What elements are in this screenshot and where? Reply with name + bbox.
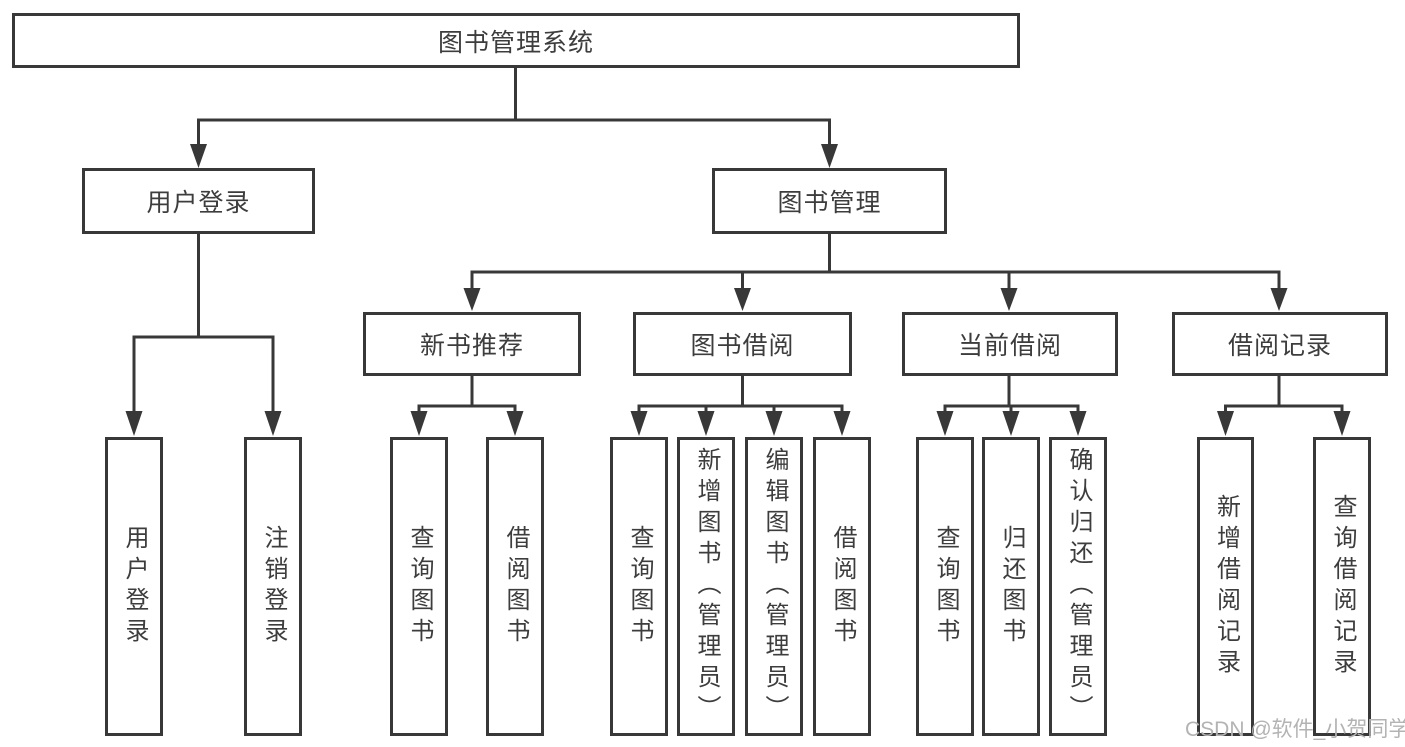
leaf-cb-return-book: 归还图书 xyxy=(982,437,1040,736)
leaf-br-add-record-label: 新增借阅记录 xyxy=(1212,493,1240,680)
node-new-book-recommend: 新书推荐 xyxy=(363,312,581,376)
leaf-cb-query-book-label: 查询图书 xyxy=(932,524,959,649)
node-borrowing-records-label: 借阅记录 xyxy=(1227,332,1332,360)
leaf-cb-query-book: 查询图书 xyxy=(916,437,974,736)
leaf-user-login: 用户登录 xyxy=(105,437,163,736)
leaf-nbr-query-book: 查询图书 xyxy=(390,437,448,736)
leaf-user-login-label: 用户登录 xyxy=(121,524,148,649)
leaf-cb-confirm-return-label: 确认归还（管理员） xyxy=(1065,447,1092,726)
node-book-management-label: 图书管理 xyxy=(777,189,882,217)
arrowheads xyxy=(125,144,1351,436)
leaf-nbr-borrow-book-label: 借阅图书 xyxy=(502,524,529,649)
node-borrowing-records: 借阅记录 xyxy=(1172,312,1388,376)
node-user-login: 用户登录 xyxy=(82,168,315,234)
node-root: 图书管理系统 xyxy=(12,13,1020,68)
leaf-bb-edit-book-label: 编辑图书（管理员） xyxy=(761,447,788,726)
leaf-bb-query-book: 查询图书 xyxy=(610,437,668,736)
leaf-bb-add-book-label: 新增图书（管理员） xyxy=(693,447,720,726)
node-new-book-recommend-label: 新书推荐 xyxy=(419,332,524,360)
leaf-cb-return-book-label: 归还图书 xyxy=(998,524,1025,649)
node-current-borrowing-label: 当前借阅 xyxy=(957,332,1062,360)
node-book-borrowing-label: 图书借阅 xyxy=(690,332,795,360)
node-book-management: 图书管理 xyxy=(712,168,947,234)
node-book-borrowing: 图书借阅 xyxy=(633,312,852,376)
leaf-br-add-record: 新增借阅记录 xyxy=(1197,437,1254,736)
leaf-bb-borrow-book-label: 借阅图书 xyxy=(829,524,856,649)
node-root-label: 图书管理系统 xyxy=(437,28,594,57)
leaf-bb-add-book: 新增图书（管理员） xyxy=(677,437,735,736)
leaf-logout-label: 注销登录 xyxy=(260,524,287,649)
leaf-br-query-record-label: 查询借阅记录 xyxy=(1329,493,1356,680)
leaf-nbr-query-book-label: 查询图书 xyxy=(406,524,433,649)
leaf-bb-borrow-book: 借阅图书 xyxy=(813,437,871,736)
leaf-nbr-borrow-book: 借阅图书 xyxy=(486,437,544,736)
node-user-login-label: 用户登录 xyxy=(146,189,251,217)
leaf-br-query-record: 查询借阅记录 xyxy=(1313,437,1371,736)
leaf-cb-confirm-return: 确认归还（管理员） xyxy=(1049,437,1107,736)
leaf-bb-edit-book: 编辑图书（管理员） xyxy=(745,437,803,736)
leaf-logout: 注销登录 xyxy=(244,437,302,736)
node-current-borrowing: 当前借阅 xyxy=(902,312,1118,376)
csdn-watermark: CSDN @软件_小贺同学 xyxy=(1185,718,1405,741)
leaf-bb-query-book-label: 查询图书 xyxy=(626,524,653,649)
